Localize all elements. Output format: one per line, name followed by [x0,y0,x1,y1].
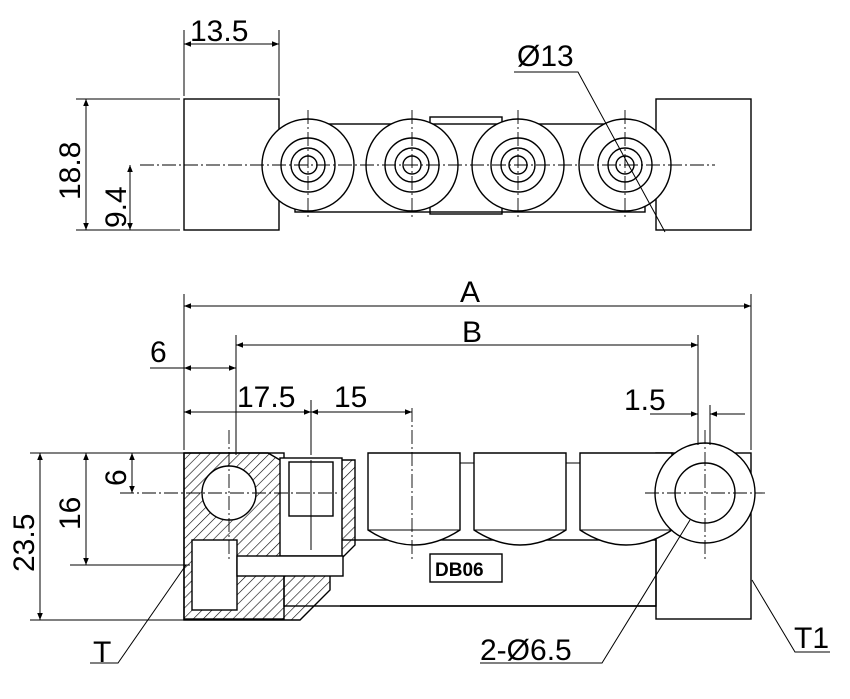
dim-1-5: 1.5 [624,384,745,445]
dim-6-horizontal: 6 [150,336,236,371]
front-view: DB06 A B 6 17.5 15 [8,276,830,669]
dim-text-dia13: Ø13 [517,40,574,73]
dim-port-diameter: Ø13 [514,40,666,233]
dim-6-vertical: 6 [90,452,184,493]
model-tag: DB06 [429,553,503,583]
dim-17-5: 17.5 [184,381,312,455]
dim-text-18-8: 18.8 [54,142,87,200]
top-view: 13.5 Ø13 18.8 9.4 [54,15,752,233]
valve-stations [367,452,673,546]
label-2-dia-6-5: 2-Ø6.5 [480,634,572,667]
dim-text-A: A [460,276,480,309]
label-T1: T1 [794,622,829,655]
dim-15: 15 [311,381,412,415]
dim-A: A [183,276,752,450]
dim-text-13-5: 13.5 [190,15,248,48]
leader-2-dia-6-5: 2-Ø6.5 [480,519,691,667]
mount-hole-right [645,430,765,560]
dim-center-9-4: 9.4 [100,165,133,230]
dim-16: 16 [54,453,190,566]
dim-text-6-v: 6 [100,469,133,486]
dim-text-B: B [462,316,482,349]
dim-23-5: 23.5 [8,452,184,621]
dim-text-16: 16 [54,497,87,530]
dim-text-15: 15 [334,381,367,414]
dim-text-17-5: 17.5 [237,381,295,414]
leader-T1: T1 [751,579,830,655]
dim-text-6-h: 6 [150,336,167,369]
leader-T: T [90,564,187,669]
dim-text-9-4: 9.4 [100,186,133,228]
dim-B: B [235,316,699,455]
label-T: T [93,636,111,669]
dim-text-23-5: 23.5 [8,514,41,572]
dim-height-18-8: 18.8 [54,98,180,231]
dim-width-13-5: 13.5 [183,15,280,96]
tank-port-bore [191,539,238,611]
model-tag-text: DB06 [435,560,484,581]
dim-text-1-5: 1.5 [624,384,666,417]
